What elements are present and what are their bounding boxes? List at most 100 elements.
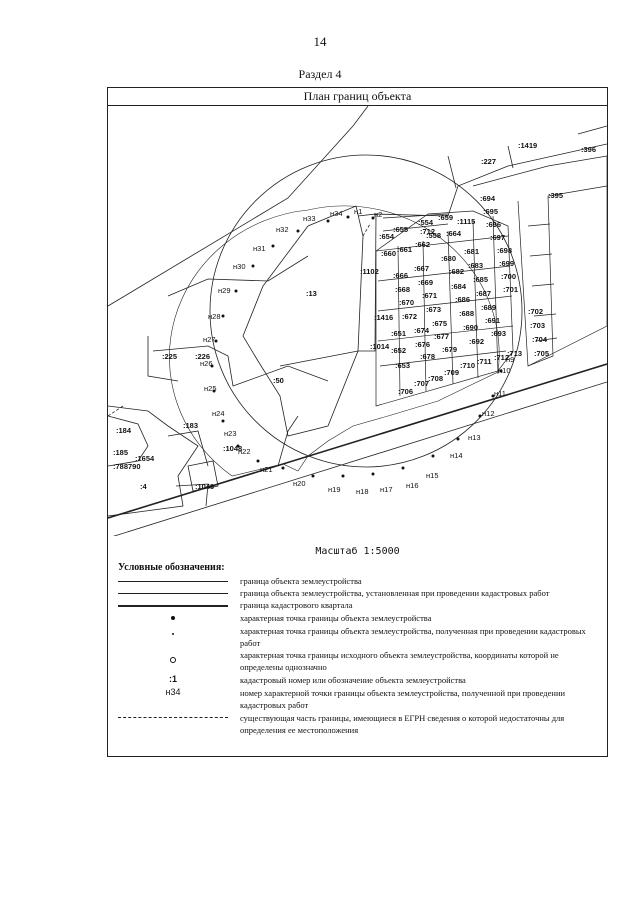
plan-frame: План границ объекта <box>107 87 608 757</box>
parcel-label: :654 <box>379 232 395 241</box>
parcel-label: :183 <box>183 421 198 430</box>
parcel-label: :668 <box>395 285 410 294</box>
point-label: н26 <box>200 359 212 368</box>
parcel-label: :227 <box>481 157 496 166</box>
legend-symbol-line <box>113 575 233 589</box>
point-label: н31 <box>253 244 265 253</box>
parcel-label: :672 <box>402 312 417 321</box>
parcel-label: :1049 <box>195 482 214 491</box>
section-title: Раздел 4 <box>298 67 342 81</box>
quarter-boundary <box>108 363 607 519</box>
parcel-label: :185 <box>113 448 128 457</box>
legend-text: граница объекта землеустройства, установ… <box>240 588 550 598</box>
parcel-label: :707 <box>414 379 429 388</box>
parcel-labels: :227 :1419 :396 :395 :694 :695 :696 :697… <box>113 141 596 491</box>
point-markers <box>210 215 503 478</box>
parcel-label: :652 <box>391 346 406 355</box>
parcel-label: :1048 <box>223 444 242 453</box>
point-label: н2 <box>374 210 382 219</box>
point-label: н21 <box>260 465 272 474</box>
parcel-label: :666 <box>393 271 408 280</box>
parcel-label: :396 <box>581 145 596 154</box>
parcel-label: :225 <box>162 352 177 361</box>
parcel-label: :694 <box>480 194 496 203</box>
parcel-label: :669 <box>418 278 433 287</box>
parcel-label: :701 <box>503 285 518 294</box>
parcel-label: :661 <box>397 245 412 254</box>
parcel-label: :184 <box>116 426 132 435</box>
parcel-label: :679 <box>442 345 457 354</box>
legend-symbol-open-circle <box>113 649 233 663</box>
parcel-label: :710 <box>460 361 475 370</box>
parcel-label: :703 <box>530 321 545 330</box>
legend-text: граница кадастрового квартала <box>240 600 353 610</box>
legend-title: Условные обозначения: <box>118 562 225 573</box>
parcel-label: :713 <box>507 349 522 358</box>
parcel-label: :675 <box>432 319 447 328</box>
parcel-label: :660 <box>381 249 396 258</box>
parcel-label: :659 <box>438 213 453 222</box>
parcel-label: :684 <box>451 282 467 291</box>
parcel-label: :667 <box>414 264 429 273</box>
parcel-label: :662 <box>415 240 430 249</box>
parcel-label: :692 <box>469 337 484 346</box>
parcel-label: :691 <box>485 316 500 325</box>
legend-text: граница объекта землеустройства <box>240 576 362 586</box>
parcel-label: :685 <box>473 275 488 284</box>
parcel-label: :704 <box>532 335 548 344</box>
page-number: 14 <box>313 34 327 49</box>
legend-symbol-line <box>113 587 233 601</box>
point-label: н22 <box>238 447 250 456</box>
parcel-label: :683 <box>468 261 483 270</box>
point-label: н34 <box>330 209 342 218</box>
point-labels: н1 н2 н33 н34 н32 н31 н30 н29 н28 н27 н2… <box>200 207 514 496</box>
parcel-label: :693 <box>491 329 506 338</box>
parcel-label: :690 <box>463 323 478 332</box>
scale-label: Масштаб 1:5000 <box>315 546 400 557</box>
parcel-label: :1419 <box>518 141 537 150</box>
parcel-label: :655 <box>393 225 408 234</box>
parcel-label: :4 <box>140 482 147 491</box>
point-label: н11 <box>494 389 506 398</box>
parcel-label: :680 <box>441 254 456 263</box>
parcel-label: :709 <box>444 368 459 377</box>
point-label: н27 <box>203 335 215 344</box>
point-label: н12 <box>482 409 494 418</box>
legend-text: номер характерной точки границы объекта … <box>240 688 566 710</box>
parcel-label: :673 <box>426 305 441 314</box>
parcel-label: :1102 <box>360 267 379 276</box>
point-label: н13 <box>468 433 480 442</box>
parcel-label: :697 <box>490 233 505 242</box>
object-boundary <box>169 205 500 477</box>
legend-symbol-dashed-line <box>113 712 233 726</box>
parcel-label: :226 <box>195 352 210 361</box>
parcel-label: :50 <box>273 376 284 385</box>
point-label: н33 <box>303 214 315 223</box>
parcel-label: :698 <box>497 246 512 255</box>
parcel-label: :1115 <box>457 217 475 226</box>
parcel-label: :712 <box>494 353 509 362</box>
parcel-label: :705 <box>534 349 549 358</box>
legend-symbol-label: н34 <box>165 687 181 697</box>
parcel-label: :554 <box>418 218 434 227</box>
parcel-label: :671 <box>422 291 437 300</box>
point-label: н23 <box>224 429 236 438</box>
point-label: н20 <box>293 479 305 488</box>
point-label: н17 <box>380 485 392 494</box>
parcel-label: :702 <box>528 307 543 316</box>
parcel-label: :558 <box>426 231 441 240</box>
parcel-label: :664 <box>446 229 462 238</box>
parcel-label: :708 <box>428 374 443 383</box>
parcel-label: :678 <box>420 352 435 361</box>
parcel-label: :687 <box>476 289 491 298</box>
parcel-label: :695 <box>483 207 498 216</box>
parcel-label: :689 <box>481 303 496 312</box>
parcel-label: :1014 <box>370 342 390 351</box>
parcel-label: :686 <box>455 295 470 304</box>
point-label: н1 <box>354 207 362 216</box>
parcel-label: :706 <box>398 387 413 396</box>
legend-symbol-thick-line <box>113 599 233 613</box>
point-label: н15 <box>426 471 438 480</box>
point-label: н19 <box>328 485 340 494</box>
parcel-label: :395 <box>548 191 563 200</box>
